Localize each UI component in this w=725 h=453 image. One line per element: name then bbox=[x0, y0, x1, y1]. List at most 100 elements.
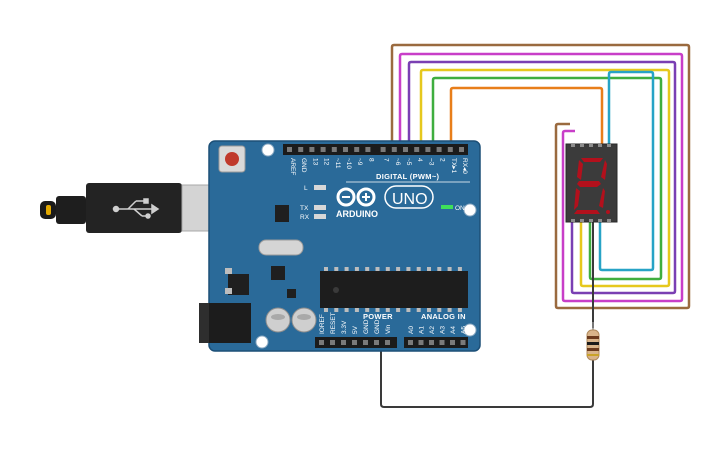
digital-pin-hole[interactable] bbox=[380, 147, 386, 152]
display-pin[interactable] bbox=[607, 219, 611, 222]
power-pin-hole[interactable] bbox=[385, 340, 390, 345]
wire-magenta[interactable] bbox=[398, 52, 684, 303]
mcu-leg bbox=[324, 308, 328, 312]
dc-power-jack[interactable] bbox=[199, 303, 251, 343]
power-pin-label: 5V bbox=[352, 325, 359, 334]
capacitor bbox=[265, 307, 291, 333]
display-pin[interactable] bbox=[580, 144, 584, 147]
usb-cable[interactable] bbox=[40, 183, 238, 233]
digital-pin-hole[interactable] bbox=[287, 147, 292, 152]
small-component bbox=[287, 289, 296, 298]
analog-pin-hole[interactable] bbox=[450, 340, 455, 345]
power-pin-hole[interactable] bbox=[363, 340, 368, 345]
wire-yellow[interactable] bbox=[419, 68, 671, 288]
digital-pin-hole[interactable] bbox=[365, 147, 371, 152]
display-pin[interactable] bbox=[571, 144, 575, 147]
mcu-leg bbox=[437, 308, 442, 312]
rx-led bbox=[314, 214, 326, 219]
model-label: UNO bbox=[392, 191, 428, 208]
mcu-leg bbox=[365, 267, 370, 271]
digital-pin-hole[interactable] bbox=[391, 147, 397, 152]
mcu-leg bbox=[324, 267, 328, 271]
display-pin[interactable] bbox=[571, 219, 575, 222]
power-header bbox=[315, 337, 397, 348]
resistor[interactable] bbox=[586, 322, 600, 361]
digital-pin-hole[interactable] bbox=[298, 147, 304, 152]
digital-pin-hole[interactable] bbox=[447, 147, 453, 152]
power-pin-hole[interactable] bbox=[341, 340, 346, 345]
mcu-leg bbox=[396, 267, 401, 271]
mcu-leg bbox=[334, 308, 339, 312]
analog-header bbox=[404, 337, 468, 348]
mcu-leg bbox=[385, 267, 390, 271]
arduino-logo-icon bbox=[336, 187, 376, 207]
digital-pin-label: ~6 bbox=[394, 158, 401, 166]
digital-pin-label: 7 bbox=[383, 158, 390, 162]
display-pin[interactable] bbox=[598, 144, 602, 147]
digital-pin-hole[interactable] bbox=[436, 147, 442, 152]
display-pin[interactable] bbox=[598, 219, 602, 222]
digital-pin-label: ~10 bbox=[345, 158, 352, 169]
seven-segment-display[interactable]: 8 bbox=[565, 143, 618, 223]
usb-interface-chip bbox=[275, 205, 289, 222]
voltage-regulator bbox=[225, 268, 249, 295]
analog-pin-hole[interactable] bbox=[418, 340, 424, 345]
digital-pin-hole[interactable] bbox=[343, 147, 348, 152]
mcu-leg bbox=[365, 308, 370, 312]
analog-header-label: ANALOG IN bbox=[421, 312, 466, 321]
display-pin[interactable] bbox=[589, 219, 593, 222]
on-led bbox=[441, 205, 453, 209]
power-pin-hole[interactable] bbox=[319, 340, 324, 345]
digital-pin-label: 12 bbox=[323, 158, 330, 166]
analog-pin-hole[interactable] bbox=[408, 340, 413, 345]
analog-pin-hole[interactable] bbox=[439, 340, 445, 345]
analog-pin-hole[interactable] bbox=[429, 340, 434, 345]
power-pin-label: Vin bbox=[385, 324, 392, 334]
digital-pin-hole[interactable] bbox=[331, 147, 337, 152]
mcu-leg bbox=[427, 308, 431, 312]
digital-header bbox=[283, 144, 468, 155]
wire-orange[interactable] bbox=[449, 86, 604, 146]
digital-header-label: DIGITAL (PWM~) bbox=[376, 172, 439, 181]
mcu-leg bbox=[406, 308, 411, 312]
digital-pin-label: 4 bbox=[416, 158, 423, 162]
reset-button[interactable] bbox=[218, 145, 246, 173]
digital-pin-hole[interactable] bbox=[414, 147, 420, 152]
tx-led bbox=[314, 205, 326, 210]
power-pin-hole[interactable] bbox=[330, 340, 335, 345]
display-pin[interactable] bbox=[589, 144, 593, 147]
wire-green[interactable] bbox=[431, 76, 663, 281]
display-pin[interactable] bbox=[580, 219, 584, 222]
digital-pin-hole[interactable] bbox=[459, 147, 464, 152]
capacitor bbox=[291, 307, 317, 333]
display-pin[interactable] bbox=[607, 144, 611, 147]
mcu-leg bbox=[406, 267, 411, 271]
power-pin-hole[interactable] bbox=[352, 340, 357, 345]
digit-segments bbox=[574, 158, 610, 214]
mcu-leg bbox=[427, 267, 431, 271]
analog-pin-label: A3 bbox=[440, 326, 447, 334]
wire-brown[interactable] bbox=[390, 43, 691, 310]
digital-pin-hole[interactable] bbox=[425, 147, 431, 152]
power-pin-label: IOREF bbox=[319, 314, 326, 334]
small-chip bbox=[271, 266, 285, 280]
mcu-leg bbox=[457, 267, 462, 271]
wire-cyan[interactable] bbox=[598, 70, 655, 272]
wire-ground[interactable] bbox=[380, 340, 594, 408]
digital-pin-hole[interactable] bbox=[403, 147, 408, 152]
power-pin-label: GND bbox=[363, 319, 370, 334]
mcu-leg bbox=[416, 267, 421, 271]
digital-pin-hole[interactable] bbox=[309, 147, 315, 152]
analog-pin-hole[interactable] bbox=[460, 340, 466, 345]
mcu-leg bbox=[447, 308, 452, 312]
digital-pin-label: TX▸1 bbox=[450, 158, 457, 174]
wire-purple[interactable] bbox=[407, 60, 677, 295]
mcu-leg bbox=[375, 267, 380, 271]
mcu-leg bbox=[416, 308, 421, 312]
digital-pin-hole[interactable] bbox=[320, 147, 326, 152]
mcu-leg bbox=[354, 267, 359, 271]
power-pin-hole[interactable] bbox=[374, 340, 379, 345]
digital-pin-hole[interactable] bbox=[354, 147, 360, 152]
